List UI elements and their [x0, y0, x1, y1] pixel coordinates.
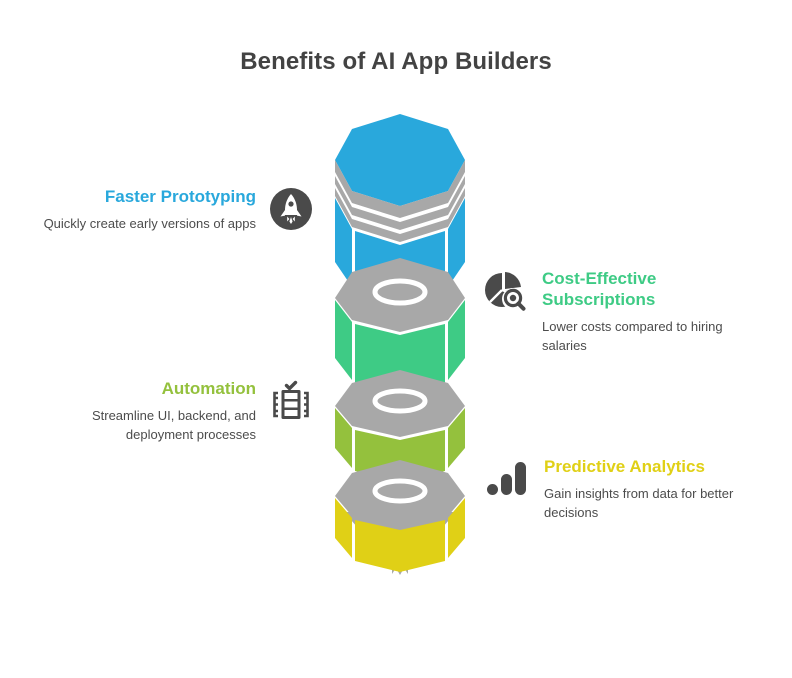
page-title: Benefits of AI App Builders: [240, 48, 552, 75]
benefit-block-predictive-analytics: Predictive Analytics Gain insights from …: [478, 456, 770, 522]
benefit-text: Automation Streamline UI, backend, and d…: [32, 378, 256, 444]
benefit-text: Faster Prototyping Quickly create early …: [32, 186, 256, 233]
server-checklist-icon: [268, 378, 314, 424]
rocket-icon: [268, 186, 314, 232]
pie-chart-search-icon: [482, 268, 528, 314]
benefit-description: Lower costs compared to hiring salaries: [542, 319, 723, 353]
funnel-graphic: [330, 112, 470, 592]
benefit-text: Cost-Effective Subscriptions Lower costs…: [542, 268, 768, 355]
bar-chart-icon: [484, 456, 530, 502]
benefit-description: Gain insights from data for better decis…: [544, 486, 734, 520]
benefit-block-cost-effective-subscriptions: Cost-Effective Subscriptions Lower costs…: [478, 268, 768, 355]
benefit-block-automation: Automation Streamline UI, backend, and d…: [22, 378, 314, 444]
benefit-heading: Cost-Effective Subscriptions: [542, 269, 657, 309]
funnel-segment-yellow: [335, 460, 465, 572]
benefit-heading: Automation: [161, 379, 256, 398]
funnel-segment-green: [335, 258, 465, 394]
funnel-segment-olive: [335, 370, 465, 482]
benefit-block-faster-prototyping: Faster Prototyping Quickly create early …: [22, 186, 314, 233]
benefit-description: Streamline UI, backend, and deployment p…: [91, 408, 256, 442]
benefit-text: Predictive Analytics Gain insights from …: [544, 456, 770, 522]
benefit-heading: Faster Prototyping: [104, 187, 256, 206]
benefit-heading: Predictive Analytics: [544, 457, 705, 476]
benefit-description: Quickly create early versions of apps: [43, 216, 256, 231]
